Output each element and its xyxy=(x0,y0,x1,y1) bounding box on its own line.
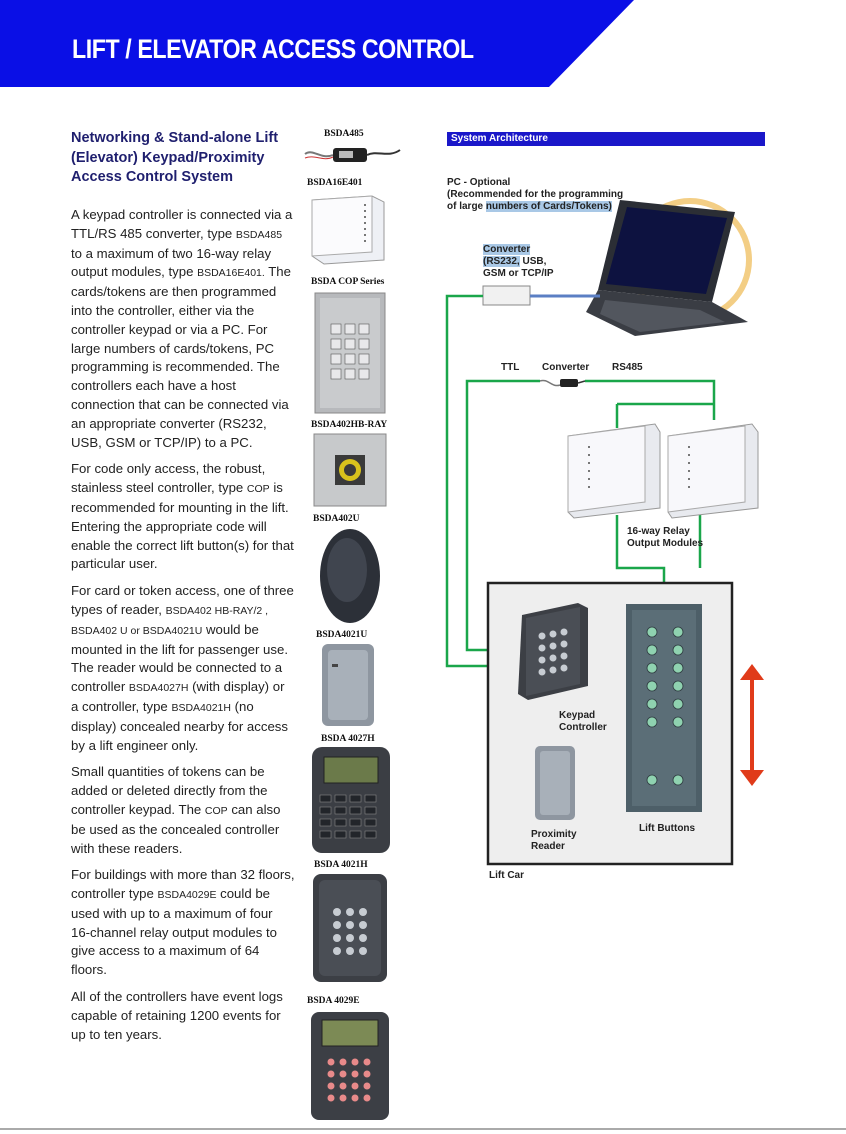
lift-buttons-label: Lift Buttons xyxy=(639,823,696,834)
product-code: BSDA4027H xyxy=(128,682,189,695)
lift-car-label: Lift Car xyxy=(489,870,524,881)
relay-modules-label: 16-way Relay Output Modules xyxy=(627,526,704,549)
slim-reader-icon xyxy=(322,644,374,726)
paragraph-converter: A keypad controller is connected via a T… xyxy=(71,207,293,450)
keypad-controller-icon xyxy=(518,603,588,700)
lift-car-frame xyxy=(486,581,734,866)
section-heading: Networking & Stand-alone Lift (Elevator)… xyxy=(71,130,279,185)
proximity-reader-label: Proximity Reader xyxy=(531,829,577,852)
paragraph-floors: For buildings with more than 32 floors, … xyxy=(71,867,295,978)
product-label: BSDA 4029E xyxy=(307,996,360,1006)
product-code: BSDA16E401. xyxy=(197,267,265,280)
product-label: BSDA 4027H xyxy=(321,734,375,744)
bottom-rule xyxy=(0,1128,846,1130)
pc-optional-label: PC - Optional (Recommended for the progr… xyxy=(447,177,624,212)
converter-box xyxy=(482,285,531,306)
paragraph-tokens: Small quantities of tokens can be added … xyxy=(71,764,281,856)
product-code: BSDA402 HB-RAY/2 , xyxy=(165,604,269,617)
product-label: BSDA4021U xyxy=(316,630,368,640)
product-label: BSDA 4021H xyxy=(314,860,368,870)
product-code: BSDA4029E xyxy=(157,889,217,902)
keypad-controller-icon xyxy=(313,874,387,982)
converter-cable-icon xyxy=(304,148,401,162)
system-architecture-bar: System Architecture xyxy=(447,132,765,146)
paragraph-card-access: For card or token access, one of three t… xyxy=(71,583,294,753)
header-banner-shape xyxy=(0,0,634,87)
proximity-reader-icon xyxy=(535,746,575,820)
keypad-controller-label: Keypad Controller xyxy=(559,710,607,733)
product-code: BSDA402 U xyxy=(71,624,128,637)
product-code: BSDA4021H xyxy=(171,701,231,714)
product-label: BSDA402U xyxy=(313,514,360,524)
ttl-label: TTL xyxy=(501,362,520,373)
product-label: BSDA402HB-RAY xyxy=(311,420,388,430)
laptop-icon xyxy=(586,200,748,336)
plate-reader-icon xyxy=(313,433,387,507)
steel-keypad-icon xyxy=(314,292,386,414)
display-keypad-icon xyxy=(312,747,390,853)
body-text: A keypad controller is connected via a T… xyxy=(71,206,295,1052)
product-code: COP xyxy=(204,804,228,817)
product-label: BSDA16E401 xyxy=(307,178,363,188)
product-label: BSDA485 xyxy=(324,129,364,139)
system-architecture-title: System Architecture xyxy=(451,133,548,144)
converter-ttl-label: Converter xyxy=(542,362,590,373)
lift-button-panel xyxy=(626,604,702,812)
header-banner: LIFT / ELEVATOR ACCESS CONTROL xyxy=(0,0,846,90)
laptop-backdrop xyxy=(628,198,752,322)
product-code: BSDA485 xyxy=(235,228,283,241)
converter-label: Converter (RS232, USB, GSM or TCP/IP xyxy=(483,244,554,279)
relay-module-left xyxy=(567,423,661,519)
product-code: BSDA4021U xyxy=(142,624,203,637)
product-code: COP xyxy=(246,483,270,496)
relay-module-right xyxy=(667,423,759,519)
rs485-label: RS485 xyxy=(612,362,643,373)
ttl-converter-icon xyxy=(539,379,586,387)
paragraph-code-access: For code only access, the robust, stainl… xyxy=(71,461,294,572)
page-title: LIFT / ELEVATOR ACCESS CONTROL xyxy=(72,34,474,64)
product-label: BSDA COP Series xyxy=(311,277,385,287)
display-keypad-controller-icon xyxy=(311,1012,389,1120)
up-down-arrow-icon xyxy=(740,664,764,786)
paragraph-event-logs: All of the controllers have event logs c… xyxy=(71,989,283,1042)
relay-module-icon xyxy=(311,195,385,265)
oval-reader-icon xyxy=(320,529,380,623)
